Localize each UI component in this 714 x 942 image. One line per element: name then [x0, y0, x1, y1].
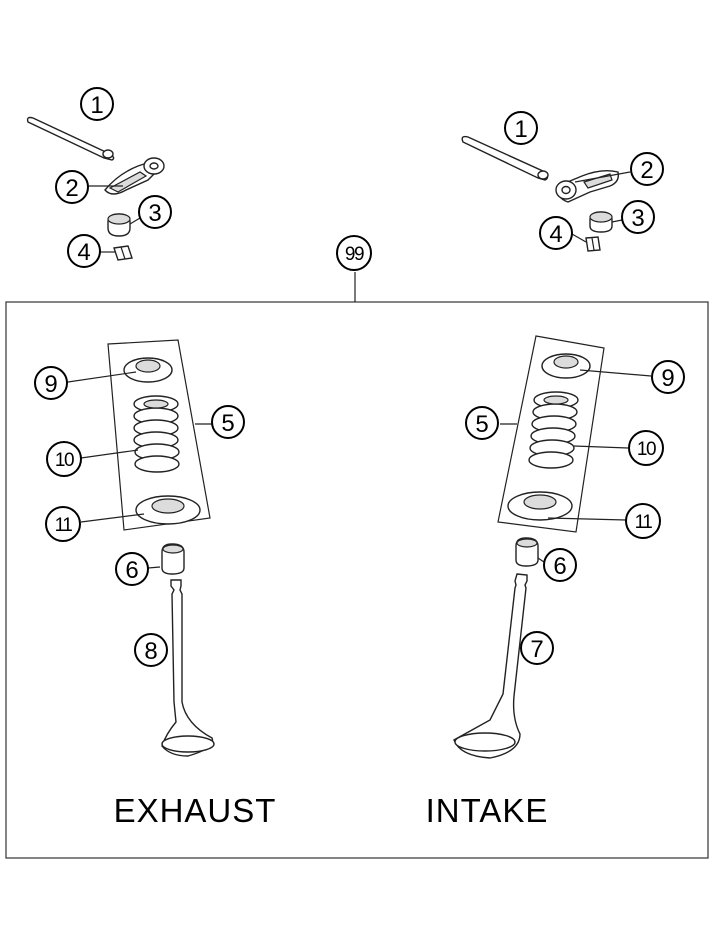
- svg-text:6: 6: [553, 553, 566, 580]
- intake-rocker-shaft: [461, 135, 549, 181]
- svg-text:9: 9: [44, 371, 57, 398]
- svg-text:5: 5: [221, 410, 234, 437]
- callout-intake-6: 6: [543, 548, 577, 582]
- callout-exhaust-5: 5: [211, 405, 245, 439]
- callout-exhaust-4: 4: [67, 234, 101, 268]
- svg-text:99: 99: [345, 244, 364, 265]
- exhaust-spring-group-outline: [107, 339, 211, 531]
- callout-exhaust-1: 1: [80, 87, 114, 121]
- callout-exhaust-6: 6: [115, 552, 149, 586]
- callout-intake-9: 9: [651, 360, 685, 394]
- intake-spring-group-outline: [497, 335, 605, 533]
- svg-text:1: 1: [514, 116, 527, 143]
- svg-text:2: 2: [65, 175, 78, 202]
- svg-text:1: 1: [90, 92, 103, 119]
- exhaust-valve-keeper: [113, 245, 133, 261]
- intake-shim: [589, 211, 613, 233]
- callout-exhaust-3: 3: [138, 195, 172, 229]
- callout-intake-5: 5: [465, 406, 499, 440]
- intake-valve-keeper: [585, 236, 601, 252]
- callout-intake-10: 10: [628, 430, 664, 466]
- intake-valve: [453, 573, 528, 759]
- svg-text:10: 10: [55, 450, 74, 471]
- exhaust-caption: EXHAUST: [114, 792, 277, 829]
- svg-text:8: 8: [144, 638, 157, 665]
- exhaust-rocker-shaft: [26, 116, 115, 161]
- callout-exhaust-8: 8: [134, 633, 168, 667]
- svg-text:10: 10: [637, 439, 656, 460]
- callout-intake-7: 7: [520, 631, 554, 665]
- exhaust-shim: [107, 213, 131, 237]
- callout-exhaust-10: 10: [46, 441, 82, 477]
- intake-rocker-arm: [555, 169, 620, 203]
- exhaust-spring-seat: [135, 495, 201, 525]
- exhaust-valve: [161, 579, 215, 757]
- callout-exhaust-9: 9: [34, 366, 68, 400]
- exhaust-rocker-arm: [104, 157, 165, 195]
- svg-text:3: 3: [148, 200, 161, 227]
- svg-text:4: 4: [549, 221, 562, 248]
- callout-99: 99: [336, 235, 372, 271]
- callout-exhaust-2: 2: [55, 170, 89, 204]
- intake-caption: INTAKE: [426, 792, 549, 829]
- intake-valve-stem-seal: [515, 537, 539, 567]
- svg-text:11: 11: [55, 515, 73, 536]
- leader-lines: [67, 171, 652, 569]
- svg-text:7: 7: [530, 636, 543, 663]
- callout-intake-11: 11: [625, 503, 661, 539]
- exhaust-valve-stem-seal: [161, 543, 185, 575]
- svg-text:9: 9: [661, 365, 674, 392]
- callout-exhaust-11: 11: [45, 506, 81, 542]
- svg-text:2: 2: [640, 157, 653, 184]
- svg-text:11: 11: [635, 512, 653, 533]
- intake-valve-spring: [528, 391, 579, 469]
- intake-spring-retainer: [541, 353, 591, 379]
- svg-text:6: 6: [125, 557, 138, 584]
- exhaust-valve-spring: [133, 395, 180, 473]
- assembly-frame: [5, 301, 709, 859]
- exhaust-spring-retainer: [123, 357, 173, 383]
- intake-spring-seat: [507, 491, 573, 521]
- svg-text:5: 5: [475, 411, 488, 438]
- callout-intake-4: 4: [539, 216, 573, 250]
- callout-intake-1: 1: [504, 111, 538, 145]
- callout-intake-2: 2: [630, 152, 664, 186]
- svg-text:3: 3: [631, 205, 644, 232]
- callout-intake-3: 3: [621, 200, 655, 234]
- svg-text:4: 4: [77, 239, 90, 266]
